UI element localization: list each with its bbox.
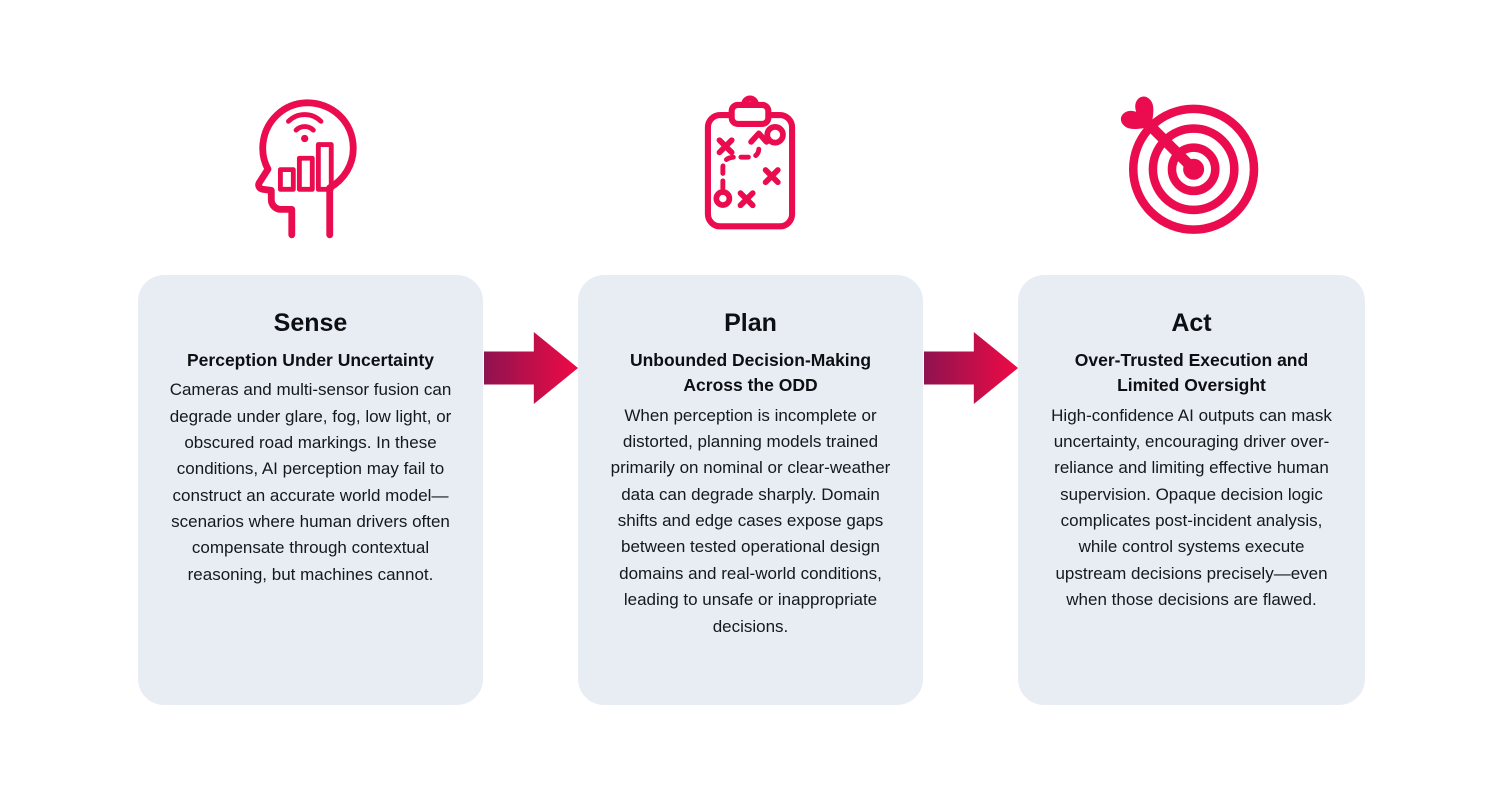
x-marks (716, 137, 781, 209)
target-ring-middle (1148, 124, 1239, 215)
dashed-route-path (720, 142, 762, 191)
card-act: Act Over-Trusted Execution and Limited O… (1018, 275, 1365, 705)
wifi-signal-glyph (286, 112, 324, 143)
bar-chart-glyph (277, 142, 334, 192)
route-end-circle (764, 124, 786, 146)
card-sense-title: Sense (273, 309, 348, 337)
card-act-body: High-confidence AI outputs can mask unce… (1051, 405, 1332, 610)
clipboard-clip (728, 101, 772, 127)
dart-heart-fletching (1120, 96, 1154, 129)
head-profile-outline (255, 99, 357, 239)
card-plan-subtitle: Unbounded Decision-Making Across the ODD (629, 350, 872, 396)
target-ring-outer (1128, 104, 1259, 234)
route-start-circle (713, 189, 733, 208)
arrow-plan-to-act-icon (924, 332, 1018, 404)
card-act-subtitle: Over-Trusted Execution and Limited Overs… (1074, 350, 1309, 396)
card-act-title: Act (1171, 309, 1212, 337)
card-sense-subtitle: Perception Under Uncertainty (187, 350, 434, 370)
card-sense: Sense Perception Under Uncertainty Camer… (138, 275, 483, 705)
target-dart-icon (1107, 80, 1275, 248)
strategy-clipboard-icon (682, 92, 818, 244)
card-sense-body: Cameras and multi-sensor fusion can degr… (169, 380, 452, 584)
card-plan-title: Plan (724, 309, 777, 337)
target-ring-inner (1167, 143, 1220, 196)
card-plan-body: When perception is incomplete or distort… (610, 405, 891, 636)
dart-shaft (1145, 120, 1199, 175)
route-arrowhead (748, 130, 770, 145)
arrow-sense-to-plan-icon (484, 332, 578, 404)
card-plan: Plan Unbounded Decision-Making Across th… (578, 275, 923, 705)
head-signal-chart-icon (234, 74, 386, 244)
